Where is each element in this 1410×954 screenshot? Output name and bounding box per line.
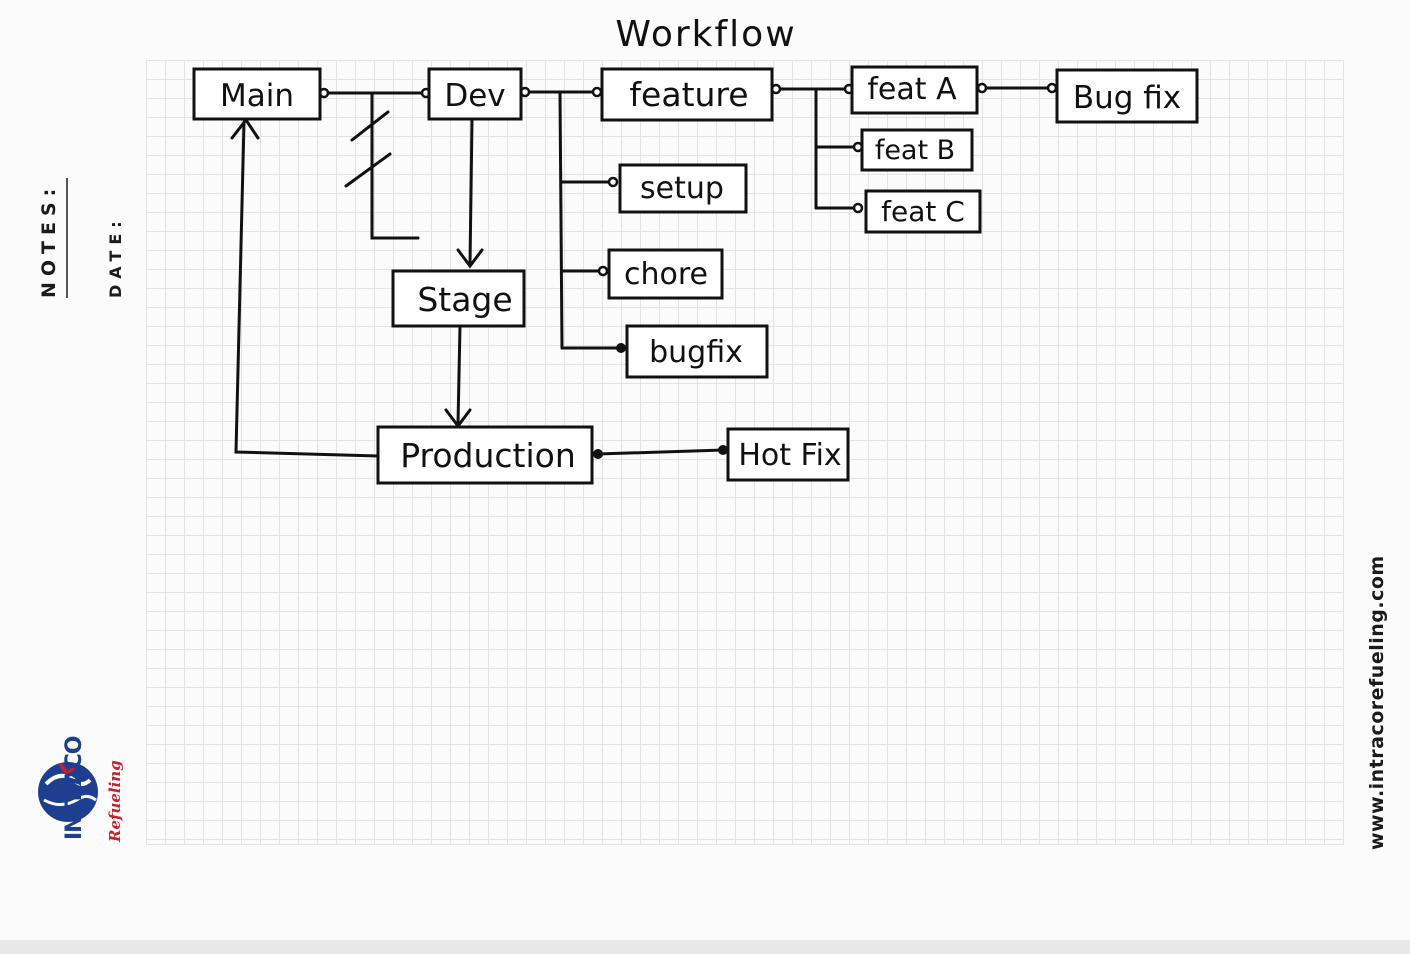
port-bugfix-top-in <box>1046 82 1058 94</box>
node-label-feat-b: feat B <box>875 135 955 166</box>
node-label-bug-fix-top: Bug fix <box>1073 80 1181 116</box>
edge-stage-production <box>456 324 462 426</box>
arrowhead-stage <box>456 248 484 269</box>
node-label-feat-a: feat A <box>867 72 957 107</box>
node-box-chore <box>607 248 724 300</box>
node-box-main <box>192 67 322 121</box>
notes-underline <box>66 178 68 298</box>
port-chore-in <box>597 265 609 277</box>
node-box-feat-c <box>864 189 982 234</box>
node-box-feat-b <box>860 128 974 172</box>
port-feata-out <box>976 82 988 94</box>
edge-dev-subtree <box>558 90 564 350</box>
port-feature-in <box>591 86 603 98</box>
port-setup-in <box>607 176 619 188</box>
bottom-edge <box>0 940 1410 954</box>
port-featc-in <box>852 202 864 214</box>
edge-production-hotfix <box>596 448 726 456</box>
node-label-hot-fix: Hot Fix <box>738 438 841 473</box>
node-box-setup <box>618 163 748 214</box>
port-bugfix-in <box>616 343 626 353</box>
node-box-bug-fix-top <box>1055 68 1199 124</box>
port-hotfix-in <box>718 445 728 455</box>
diagram-title: Workflow <box>615 14 796 55</box>
edge-main-blocked-branch <box>370 91 420 240</box>
node-box-stage <box>391 269 526 328</box>
blocked-slash-2 <box>344 152 392 188</box>
edge-dev-stage <box>468 118 474 266</box>
node-label-chore: chore <box>624 257 708 292</box>
node-label-setup: setup <box>640 171 724 206</box>
node-box-hot-fix <box>726 427 850 482</box>
node-label-bugfix: bugfix <box>649 335 743 370</box>
node-label-main: Main <box>220 78 294 114</box>
node-box-feature <box>600 67 774 122</box>
node-label-feature: feature <box>629 75 748 114</box>
node-label-stage: Stage <box>417 280 512 319</box>
intraco-globe-logo <box>38 762 98 822</box>
node-label-dev: Dev <box>444 78 505 114</box>
node-label-production: Production <box>400 436 576 475</box>
node-box-bugfix <box>625 324 769 379</box>
port-production-out <box>593 449 603 459</box>
node-label-feat-c: feat C <box>881 195 965 228</box>
node-box-feat-a <box>850 65 979 115</box>
node-box-production <box>376 425 594 485</box>
blocked-slash-1 <box>350 110 390 142</box>
node-box-dev <box>427 67 523 121</box>
edge-production-main <box>234 120 380 458</box>
